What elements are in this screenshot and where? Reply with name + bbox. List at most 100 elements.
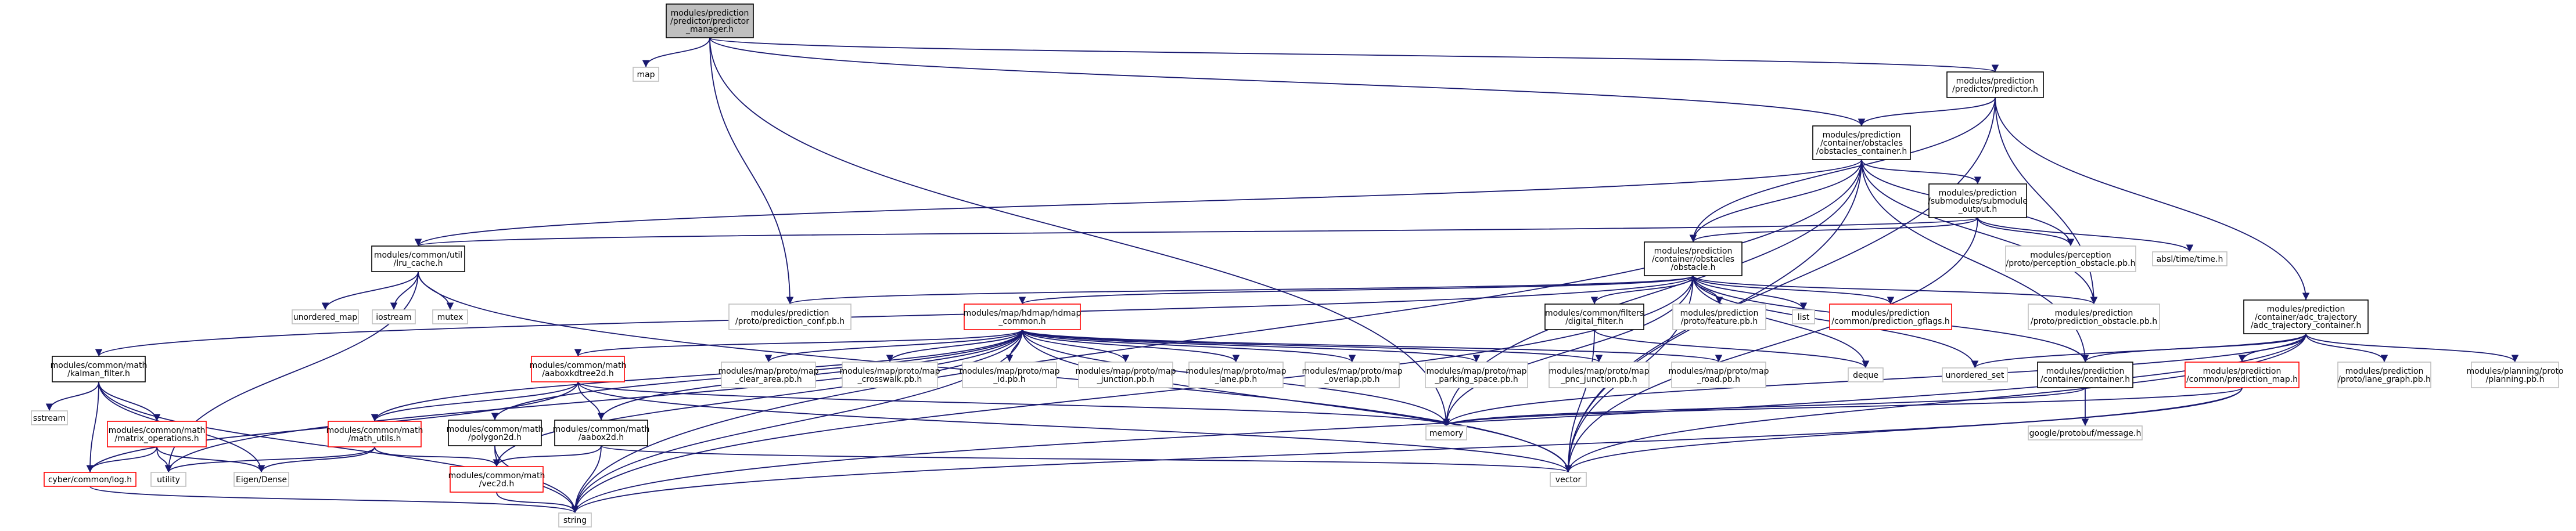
edge-predictor_h-to-adc_trajectory_container_h [1995, 97, 2310, 301]
node-obstacle-h[interactable]: modules/prediction/container/obstacles/o… [1644, 241, 1743, 276]
node-overlap-pb: modules/map/proto/map_overlap.pb.h [1302, 362, 1403, 388]
edge-math_utils_h-to-vec2d_h [374, 446, 501, 467]
node-box [1792, 309, 1815, 324]
node-label-line: /aabox2d.h [579, 433, 624, 442]
node-box [1544, 304, 1644, 330]
node-label-line: modules/map/proto/map [1549, 367, 1649, 376]
edge-root-to-memory [709, 37, 1450, 427]
edge-hdmap_common_h-to-aabox2d_tree_h [574, 329, 1023, 357]
node-box [2185, 362, 2300, 388]
edge-obstacle_h-to-hdmap_common_h [1019, 275, 1694, 305]
edge-submodule_output_h-to-abseil_time [1977, 217, 2194, 252]
node-junction-pb: modules/map/proto/map_junction.pb.h [1075, 362, 1176, 388]
node-label-line: modules/prediction [2345, 367, 2424, 376]
node-label-line: /lru_cache.h [393, 259, 443, 268]
edge-aabox2d_h-to-vec2d_h [493, 445, 602, 467]
node-memory: memory [1425, 425, 1467, 440]
node-box [31, 410, 68, 425]
node-label-line: /proto/feature.pb.h [1681, 317, 1758, 326]
node-label-line: modules/common/math [51, 361, 148, 370]
node-label-line: /obstacles_container.h [1816, 147, 1907, 156]
node-unordered-map: unordered_map [292, 309, 359, 324]
edge-obstacle_h-to-digital_filter_h [1590, 275, 1694, 305]
nodes-layer: modules/prediction/predictor/predictor_m… [31, 3, 2564, 528]
edge-root-to-map [642, 37, 710, 68]
node-vec2d-h[interactable]: modules/common/math/vec2d.h [448, 466, 545, 493]
edge-container_h-to-memory [1443, 387, 2086, 427]
node-id-pb: modules/map/proto/map_id.pb.h [959, 362, 1060, 388]
node-label-line: _crosswalk.pb.h [857, 375, 922, 384]
node-hdmap-common-h[interactable]: modules/map/hdmap/hdmap_common.h [964, 304, 1082, 330]
node-prediction-gflags-h[interactable]: modules/prediction/common/prediction_gfl… [1829, 304, 1952, 330]
edge-lru_cache_h-to-unordered_map [321, 271, 419, 310]
node-vector: vector [1550, 472, 1587, 487]
edge-aabox2d_h-to-vector [601, 445, 1572, 473]
node-predictor-h[interactable]: modules/prediction/predictor/predictor.h [1946, 71, 2044, 98]
node-box [1425, 425, 1467, 440]
node-kalman-filter-h[interactable]: modules/common/math/kalman_filter.h [51, 356, 148, 382]
node-polygon2d-h[interactable]: modules/common/math/polygon2d.h [447, 420, 544, 446]
edge-adc_trajectory_container_h-to-vector [1564, 333, 2306, 473]
node-label-line: /math_utils.h [348, 434, 401, 443]
node-label-line: absl/time/time.h [2157, 255, 2223, 264]
node-label-line: _pnc_junction.pb.h [1560, 375, 1637, 384]
node-label-line: /container/container.h [2040, 375, 2130, 384]
node-label-line: /polygon2d.h [468, 433, 522, 442]
node-aabox2d-tree-h[interactable]: modules/common/math/aaboxkdtree2d.h [530, 356, 627, 382]
node-label-line: modules/prediction [1823, 131, 1901, 140]
node-feature-pb: modules/prediction/proto/feature.pb.h [1672, 304, 1766, 330]
node-box [52, 356, 146, 382]
node-label-line: /planning.pb.h [2485, 375, 2544, 384]
node-label-line: modules/prediction [2203, 367, 2282, 376]
node-label-line: google/protobuf/message.h [2029, 429, 2142, 438]
node-label-line: modules/map/proto/map [1668, 367, 1769, 376]
node-adc-trajectory-container-h[interactable]: modules/prediction/container/adc_traject… [2243, 299, 2369, 334]
node-label-line: mutex [437, 313, 464, 322]
node-label-line: modules/planning/proto [2467, 367, 2564, 376]
edge-aabox2d_tree_h-to-aabox2d_h [577, 381, 605, 421]
node-label-line: modules/prediction [2055, 309, 2133, 318]
node-label-line: modules/prediction [751, 309, 829, 318]
node-box [1812, 125, 1911, 160]
edge-submodule_output_h-to-vector [1564, 217, 1978, 473]
node-label-line: /predictor/predictor.h [1952, 85, 2038, 94]
node-box [372, 309, 416, 324]
edge-adc_trajectory_container_h-to-string [571, 333, 2306, 514]
node-box [233, 472, 289, 487]
edge-predictor_h-to-obstacles_container_h [1858, 97, 1996, 127]
edge-math_utils_h-to-eigen_dense [257, 446, 375, 473]
node-digital-filter-h[interactable]: modules/common/filters/digital_filter.h [1544, 304, 1644, 330]
edge-prediction_map_h-to-string [572, 387, 2243, 514]
node-prediction-map-h[interactable]: modules/prediction/common/prediction_map… [2185, 362, 2300, 388]
node-box [721, 362, 816, 388]
node-box [1644, 241, 1743, 276]
node-label-line: _id.pb.h [993, 375, 1025, 384]
node-map: map [633, 67, 659, 82]
node-label-line: /proto/lane_graph.pb.h [2338, 375, 2431, 384]
node-aabox2d-h[interactable]: modules/common/math/aabox2d.h [553, 420, 650, 446]
node-obstacles-container-h[interactable]: modules/prediction/container/obstacles/o… [1812, 125, 1911, 160]
node-submodule-output-h[interactable]: modules/prediction/submodules/submodule_… [1928, 183, 2028, 218]
node-iostream: iostream [372, 309, 416, 324]
node-cyber-log-h[interactable]: cyber/common/log.h [44, 472, 136, 487]
node-matrix-operations-h[interactable]: modules/common/math/matrix_operations.h [107, 421, 207, 447]
node-deque: deque [1848, 367, 1884, 382]
edge-digital_filter_h-to-deque [1594, 329, 1870, 369]
node-label-line: unordered_set [1946, 371, 2004, 380]
edge-obstacle_h-to-list [1693, 275, 1808, 310]
node-box [1928, 183, 2027, 218]
node-root[interactable]: modules/prediction/predictor/predictor_m… [666, 3, 754, 38]
node-prediction-conf-pb: modules/prediction/proto/prediction_conf… [728, 304, 852, 330]
node-label-line: _parking_space.pb.h [1434, 375, 1518, 384]
node-box [531, 356, 625, 382]
node-label-line: modules/common/math [326, 426, 423, 435]
node-box [2005, 245, 2136, 272]
node-lru-cache-h[interactable]: modules/common/util/lru_cache.h [371, 245, 465, 272]
edge-vec2d_h-to-string [496, 492, 579, 514]
edge-math_utils_h-to-utility [164, 446, 375, 473]
node-container-h[interactable]: modules/prediction/container/container.h [2037, 362, 2133, 388]
node-math-utils-h[interactable]: modules/common/math/math_utils.h [326, 421, 423, 447]
node-box [1425, 362, 1528, 388]
node-box [448, 420, 542, 446]
